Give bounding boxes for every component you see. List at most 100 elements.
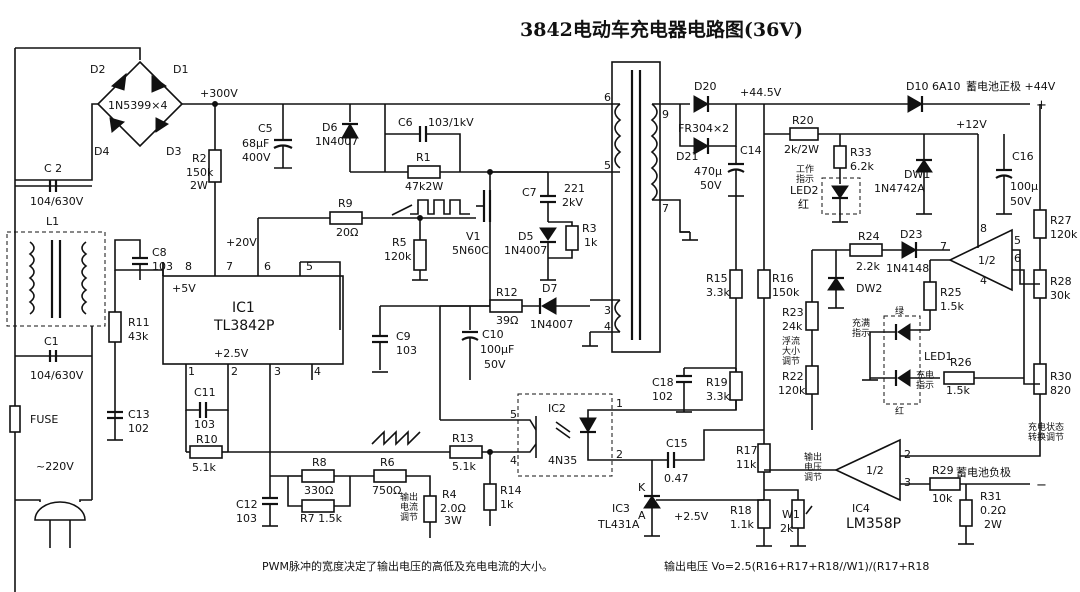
r19-label: R19 xyxy=(706,376,728,389)
r31-label: R31 xyxy=(980,490,1002,503)
c7-label: C7 xyxy=(522,186,537,199)
r12-d7-c10: R12 39Ω D7 1N4007 C10 100μF 50V xyxy=(440,282,590,380)
c10-label: C10 xyxy=(482,328,504,341)
r4-value: 2.0Ω xyxy=(440,502,466,515)
c10-value: 100μF xyxy=(480,343,514,356)
c2-value: 104/630V xyxy=(30,195,84,208)
d2-label: D2 xyxy=(90,63,105,76)
ic3-pin-k: K xyxy=(638,481,646,494)
output-current-adj-note: 输出电流调节 xyxy=(400,491,418,523)
ic4-label: IC4 xyxy=(852,502,870,515)
r11-label: R11 xyxy=(128,316,150,329)
d23-value: 1N4148 xyxy=(886,262,929,275)
r28-label: R28 xyxy=(1050,275,1072,288)
l1-label: L1 xyxy=(46,215,59,228)
c7-value: 221 xyxy=(564,182,585,195)
r20-label: R20 xyxy=(792,114,814,127)
r23-r22: R23 24k 浮流大小调节 R22 120k xyxy=(778,250,819,430)
r2-label: R2 xyxy=(192,152,207,165)
transformer: 6 5 9 7 3 4 xyxy=(590,61,690,353)
r17-r18-w1: R17 11k R18 1.1k W1 2k 输出电压调节 xyxy=(690,443,822,547)
op1-pin6: 6 xyxy=(1014,252,1021,265)
ic2-value: 4N35 xyxy=(548,454,577,467)
r16-label: R16 xyxy=(772,272,794,285)
led2-color: 红 xyxy=(798,198,809,211)
battery-plus-terminal: + xyxy=(1036,98,1047,113)
c16-label: C16 xyxy=(1012,150,1034,163)
ic1-label: IC1 xyxy=(232,300,255,316)
ic1-value: TL3842P xyxy=(213,318,274,334)
c18-label: C18 xyxy=(652,376,674,389)
d4-label: D4 xyxy=(94,145,109,158)
d10-label: D10 xyxy=(906,80,928,93)
d20-label: D20 xyxy=(694,80,716,93)
d6-snubber: D6 1N4007 C6 103/1kV R1 47k2W xyxy=(315,104,595,193)
led1-red: 红 xyxy=(895,405,904,417)
c7-voltage: 2kV xyxy=(562,196,583,209)
r29-value: 10k xyxy=(932,492,953,505)
r9-resistor: R9 20Ω xyxy=(257,197,476,262)
tr-pin7: 7 xyxy=(662,202,669,215)
r5-resistor: R5 120k xyxy=(384,218,428,281)
r13-label: R13 xyxy=(452,432,474,445)
r27-r28-r30-divider: R27 120k R28 30k R30 820 充电状态转换调节 xyxy=(1028,104,1078,443)
tr-pin9: 9 xyxy=(662,108,669,121)
dw1-label: DW1 xyxy=(904,168,930,181)
battery-minus-terminal: − xyxy=(1036,478,1047,493)
c10-voltage: 50V xyxy=(484,358,506,371)
c11-value: 103 xyxy=(194,418,215,431)
c18-value: 102 xyxy=(652,390,673,403)
r29-label: R29 xyxy=(932,464,954,477)
ic3-ref: +2.5V xyxy=(674,510,709,523)
c14-voltage: 50V xyxy=(700,179,722,192)
fuse-and-plug: FUSE ~220V xyxy=(9,405,92,548)
r12-value: 39Ω xyxy=(496,314,518,327)
dw1-value: 1N4742A xyxy=(874,182,925,195)
fuse-label: FUSE xyxy=(30,413,58,426)
r2-value: 150k xyxy=(186,166,214,179)
battery-negative-label: 蓄电池负极 xyxy=(956,465,1011,479)
r15-value: 3.3k xyxy=(706,286,730,299)
bridge-rectifier: D2 D1 1N5399×4 D4 D3 +300V xyxy=(14,47,280,592)
c13-label: C13 xyxy=(128,408,150,421)
c9-value: 103 xyxy=(396,344,417,357)
float-adj-note: 浮流大小调节 xyxy=(782,335,800,367)
r10-label: R10 xyxy=(196,433,218,446)
r2-power: 2W xyxy=(190,179,208,192)
r33-value: 6.2k xyxy=(850,160,874,173)
r25-led1-r26: R25 1.5k 绿 充满指示 LED1 充电指示 红 R26 1.5k xyxy=(852,260,1024,417)
r16-value: 150k xyxy=(772,286,800,299)
c16-value: 100μ xyxy=(1010,180,1038,193)
bridge-value: 1N5399×4 xyxy=(108,99,167,112)
ic3-pin-a: A xyxy=(638,509,646,522)
l1-common-mode-choke: L1 xyxy=(6,215,106,327)
tr-pin6: 6 xyxy=(604,91,611,104)
c7-d5-r3-network: C7 221 2kV D5 1N4007 R3 1k xyxy=(490,171,598,281)
ic1-pin1: 1 xyxy=(188,365,195,378)
r11-value: 43k xyxy=(128,330,149,343)
d7-value: 1N4007 xyxy=(530,318,573,331)
d2x-value: FR304×2 xyxy=(678,122,729,135)
op2-pin2: 2 xyxy=(904,448,911,461)
d5-value: 1N4007 xyxy=(504,244,547,257)
ic1-pin6: 6 xyxy=(264,260,271,273)
rail-20v: +20V xyxy=(226,236,257,249)
r33-label: R33 xyxy=(850,146,872,159)
opamp-lower-label: 1/2 xyxy=(866,464,884,477)
ac-220v-label: ~220V xyxy=(36,460,74,473)
current-sense-network: R8 330Ω R7 1.5k R6 750Ω R4 2.0Ω 3W 输出电流调… xyxy=(236,378,466,538)
output-voltage-adj-note: 输出电压调节 xyxy=(804,451,822,483)
ic2-pin4: 4 xyxy=(510,454,517,467)
op1-pin5: 5 xyxy=(1014,234,1021,247)
d7-label: D7 xyxy=(542,282,557,295)
c5-value: 68μF xyxy=(242,137,269,150)
r9-value: 20Ω xyxy=(336,226,358,239)
led1-green: 绿 xyxy=(895,305,904,317)
r17-label: R17 xyxy=(736,444,758,457)
d6-value: 1N4007 xyxy=(315,135,358,148)
ic3-label: IC3 xyxy=(612,502,630,515)
r30-label: R30 xyxy=(1050,370,1072,383)
c5-label: C5 xyxy=(258,122,273,135)
r6-value: 750Ω xyxy=(372,484,401,497)
